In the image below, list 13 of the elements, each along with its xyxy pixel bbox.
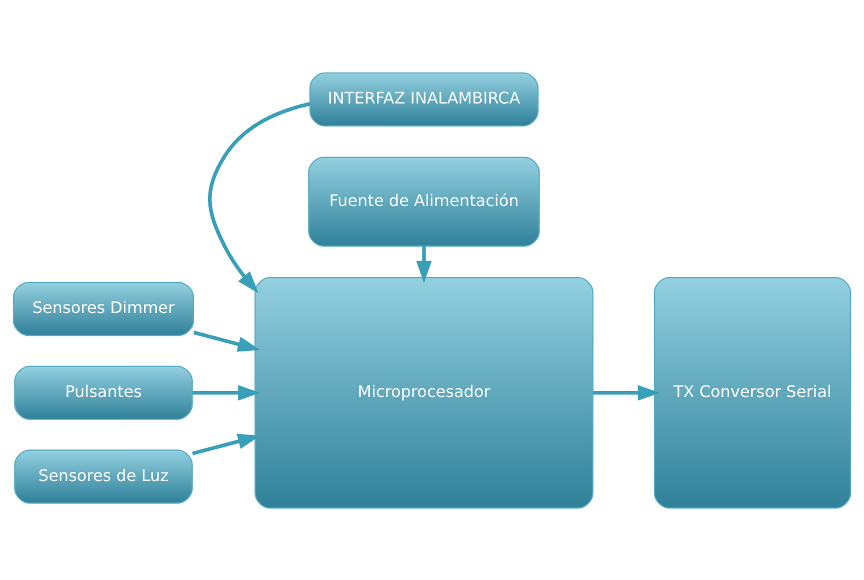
arrow bbox=[208, 102, 310, 293]
arrow bbox=[192, 384, 260, 400]
arrow bbox=[593, 384, 660, 400]
node-box: Sensores Dimmer bbox=[12, 281, 194, 336]
node-box: TX Conversor Serial bbox=[654, 276, 852, 508]
node-box: Microprocesador bbox=[254, 276, 594, 508]
node-box: INTERFAZ INALAMBIRCA bbox=[309, 72, 539, 126]
node-box: Fuente de Alimentación bbox=[308, 156, 540, 246]
node-box: Sensores de Luz bbox=[14, 449, 193, 504]
arrow bbox=[193, 330, 260, 352]
arrow bbox=[192, 433, 260, 455]
arrow bbox=[416, 246, 432, 283]
node-box: Pulsantes bbox=[14, 365, 193, 420]
